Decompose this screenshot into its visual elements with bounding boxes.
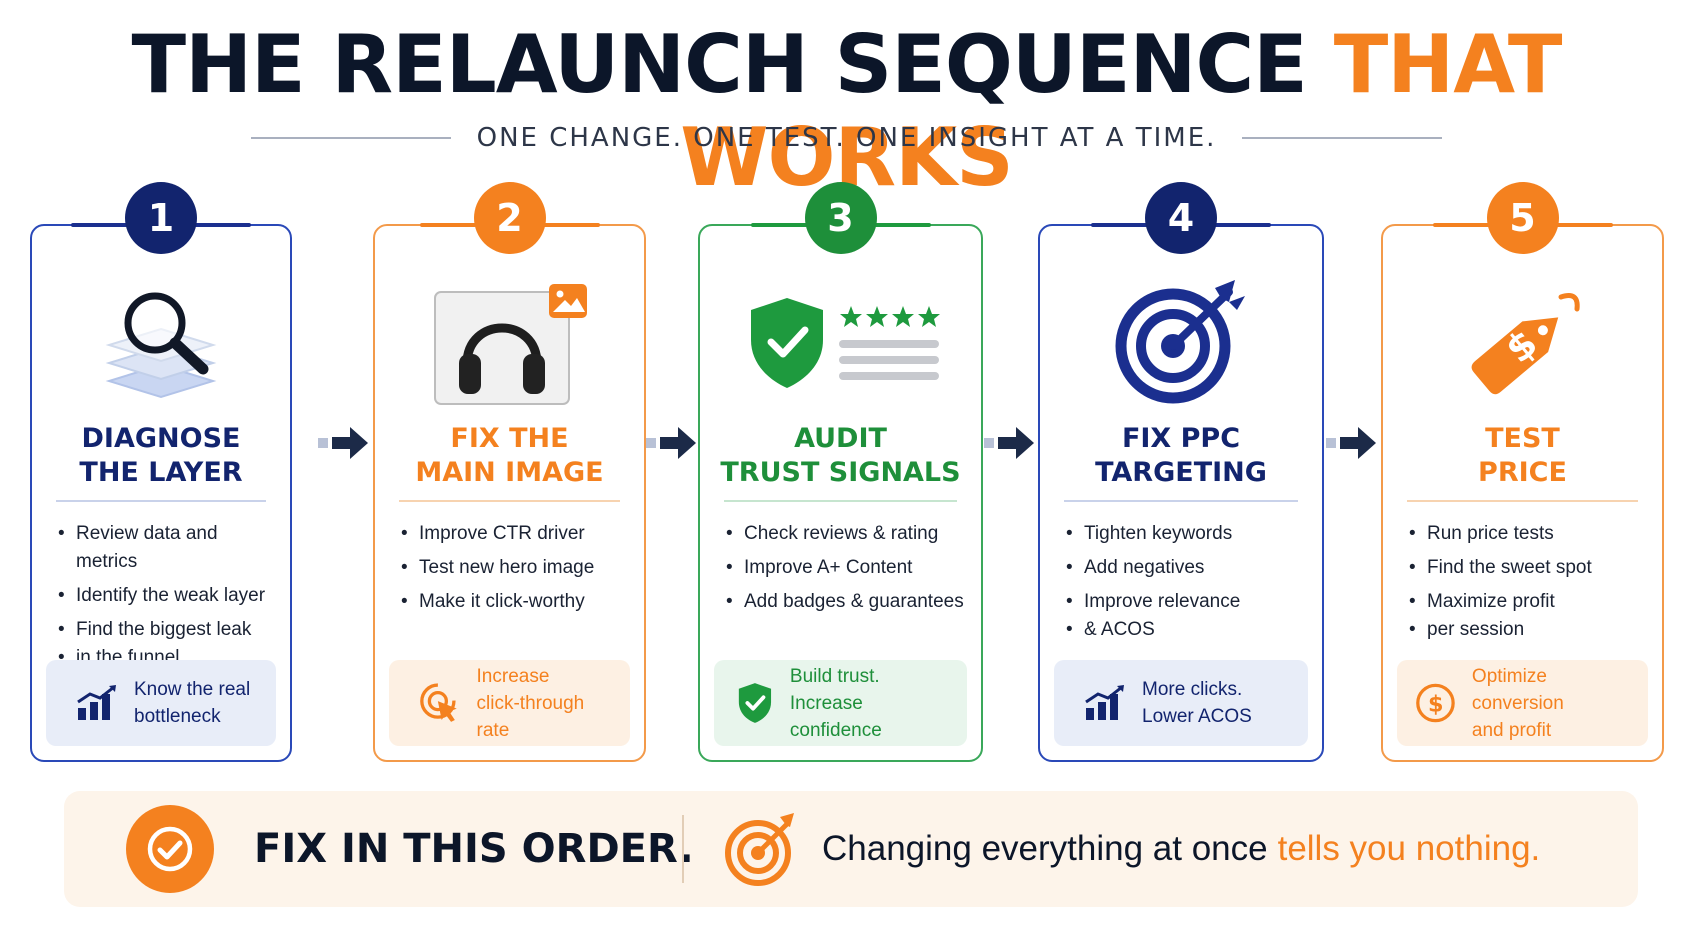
step-card-1: 1 DIAGNOSE THE LAYER Review data and met… — [30, 182, 292, 762]
step-title: FIX PPC TARGETING — [1095, 423, 1267, 488]
step-note: Increase click-through rate — [389, 660, 630, 746]
bullet-list: Check reviews & rating Improve A+ Conten… — [726, 520, 971, 622]
list-item: Find the sweet spot — [1409, 554, 1652, 582]
bullet-list: Run price tests Find the sweet spot Maxi… — [1409, 520, 1652, 650]
card-divider — [724, 500, 957, 502]
shield-check-icon — [738, 683, 772, 723]
list-item: Improve relevance — [1066, 588, 1312, 616]
footer-divider — [682, 815, 684, 883]
step-note: Build trust. Increase confidence — [714, 660, 967, 746]
headphones-image-icon — [433, 284, 587, 405]
price-tag-icon: $ — [1471, 293, 1580, 395]
title-accent: THAT WORKS — [680, 18, 1562, 204]
arrow-right-icon — [984, 427, 1034, 459]
list-item: Review data and metrics — [58, 520, 280, 576]
bar-chart-icon — [77, 685, 116, 720]
step-number-badge: 5 — [1486, 182, 1559, 254]
list-item: & ACOS — [1066, 616, 1312, 644]
step-card-3: 3 AUDIT TRUST SIGNALS Check reviews & ra… — [698, 182, 983, 762]
list-item: Identify the weak layer — [58, 582, 280, 610]
step-note: More clicks. Lower ACOS — [1054, 660, 1308, 746]
step-number-badge: 1 — [125, 182, 197, 254]
card-divider — [56, 500, 266, 502]
card-divider — [1064, 500, 1298, 502]
list-item: Add badges & guarantees — [726, 588, 971, 616]
list-item: Run price tests — [1409, 520, 1652, 548]
list-item: Make it click-worthy — [401, 588, 634, 616]
step-card-4: 4 FIX PPC TARGETING Tighten keywords Add… — [1038, 182, 1324, 762]
subtitle-rule-left — [250, 137, 451, 139]
list-item: per session — [1409, 616, 1652, 644]
list-item: Add negatives — [1066, 554, 1312, 582]
step-number-badge: 4 — [1145, 182, 1217, 254]
step-title: DIAGNOSE THE LAYER — [79, 423, 243, 488]
footer-right-accent: tells you nothing. — [1277, 829, 1541, 868]
dollar-circle-icon: $ — [1416, 683, 1455, 723]
subtitle: ONE CHANGE. ONE TEST. ONE INSIGHT AT A T… — [476, 123, 1217, 153]
list-item: Maximize profit — [1409, 588, 1652, 616]
magnifier-layers-icon — [105, 292, 217, 399]
bar-chart-icon — [1085, 685, 1124, 720]
card-divider — [1407, 500, 1638, 502]
target-icon — [725, 813, 794, 886]
bullet-list: Tighten keywords Add negatives Improve r… — [1066, 520, 1312, 650]
list-item: Improve CTR driver — [401, 520, 634, 548]
footer-left-text: FIX IN THIS ORDER. — [254, 826, 694, 872]
step-card-5: 5 $ TEST PRICE Run price tests Find the … — [1381, 182, 1664, 762]
step-title: FIX THE MAIN IMAGE — [415, 423, 604, 488]
target-arrow-icon — [1115, 280, 1245, 404]
list-item: Tighten keywords — [1066, 520, 1312, 548]
svg-text:$: $ — [1428, 691, 1444, 717]
list-item: Find the biggest leak — [58, 616, 280, 644]
subtitle-row: ONE CHANGE. ONE TEST. ONE INSIGHT AT A T… — [0, 118, 1693, 158]
click-cursor-icon — [420, 683, 457, 722]
page-title: THE RELAUNCH SEQUENCE THAT WORKS — [0, 18, 1693, 204]
bullet-list: Improve CTR driver Test new hero image M… — [401, 520, 634, 622]
check-circle-icon — [126, 805, 214, 893]
step-number-badge: 3 — [804, 182, 877, 254]
list-item: Test new hero image — [401, 554, 634, 582]
step-number-badge: 2 — [473, 182, 546, 254]
list-item: Check reviews & rating — [726, 520, 971, 548]
step-note: Know the real bottleneck — [46, 660, 276, 746]
subtitle-rule-right — [1242, 137, 1443, 139]
arrow-right-icon — [1326, 427, 1376, 459]
step-card-2: 2 FIX THE MAIN IMAGE Improve CTR driver … — [373, 182, 646, 762]
bullet-list: Review data and metrics Identify the wea… — [58, 520, 280, 678]
card-divider — [399, 500, 620, 502]
footer-banner: FIX IN THIS ORDER. Changing everything a… — [64, 791, 1638, 907]
arrow-right-icon — [646, 427, 696, 459]
shield-stars-icon — [750, 298, 940, 388]
footer-right-text: Changing everything at once tells you no… — [822, 829, 1541, 868]
step-title: AUDIT TRUST SIGNALS — [720, 423, 961, 488]
list-item: Improve A+ Content — [726, 554, 971, 582]
arrow-right-icon — [318, 427, 368, 459]
step-note: $ Optimize conversion and profit — [1397, 660, 1648, 746]
step-title: TEST PRICE — [1478, 423, 1567, 488]
title-main: THE RELAUNCH SEQUENCE — [131, 18, 1308, 111]
